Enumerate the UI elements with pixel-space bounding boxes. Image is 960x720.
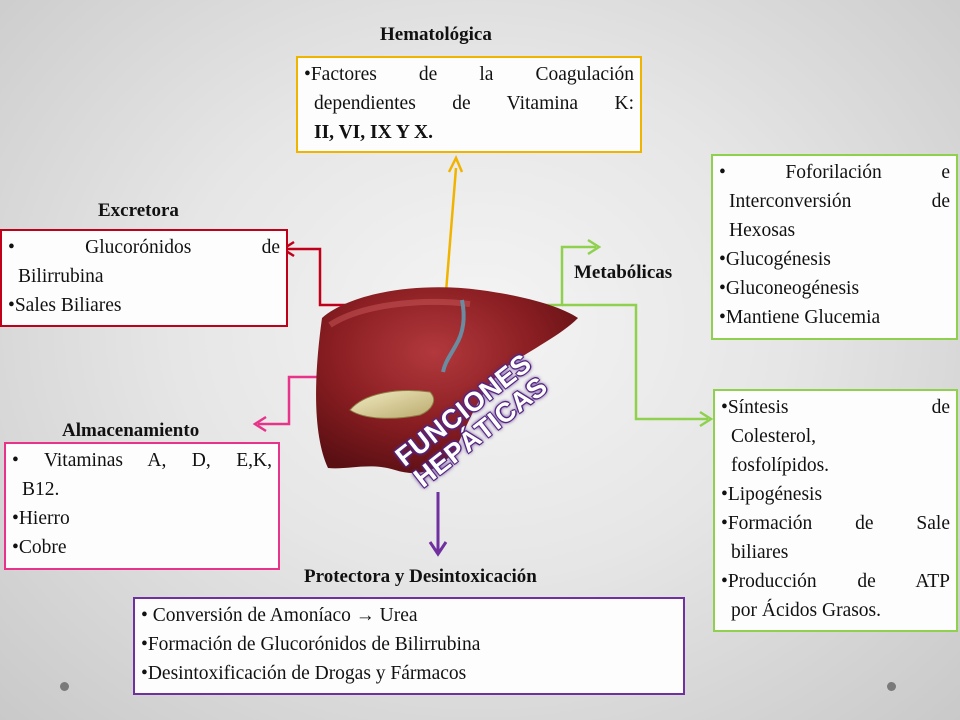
excretora-item-1-cont: Bilirrubina	[18, 266, 104, 287]
metabolicas-box-2: •Síntesis de Colesterol, fosfolípidos. •…	[713, 389, 958, 632]
metabolicas-box2-item-2: •Lipogénesis	[721, 484, 823, 505]
almacenamiento-title: Almacenamiento	[62, 420, 200, 441]
protectora-item-1: • Conversión de Amoníaco → Urea	[141, 601, 677, 630]
protectora-item-2: •Formación de Glucorónidos de Bilirrubin…	[141, 634, 481, 655]
excretora-box: • Glucorónidos de Bilirrubina •Sales Bil…	[0, 229, 288, 327]
protectora-box: • Conversión de Amoníaco → Urea •Formaci…	[133, 597, 685, 695]
hematologica-box: •Factores de la Coagulación dependientes…	[296, 56, 642, 153]
metabolicas-box1-item-3: •Gluconeogénesis	[719, 278, 860, 299]
excretora-item-2: •Sales Biliares	[8, 295, 122, 316]
almacenamiento-item-2: •Hierro	[12, 508, 70, 529]
protectora-item-3: •Desintoxificación de Drogas y Fármacos	[141, 663, 467, 684]
metabolicas-box1-item-1-cont2: Hexosas	[729, 220, 796, 241]
slide-dot-right	[887, 682, 896, 691]
connector-almacenamiento	[252, 375, 325, 433]
protectora-item-1-text: • Conversión de Amoníaco	[141, 605, 351, 626]
metabolicas-title: Metabólicas	[574, 262, 673, 283]
protectora-title: Protectora y Desintoxicación	[304, 566, 537, 587]
almacenamiento-item-1-cont: B12.	[22, 479, 60, 500]
connector-protectora	[428, 492, 448, 557]
excretora-title: Excretora	[98, 200, 179, 221]
metabolicas-box2-item-3-cont1: biliares	[731, 542, 789, 563]
excretora-item-1: • Glucorónidos de	[8, 237, 280, 258]
right-arrow-icon: →	[355, 605, 375, 626]
metabolicas-box1-item-1: • Foforilación e	[719, 162, 950, 183]
almacenamiento-item-1: • Vitaminas A, D, E,K,	[12, 450, 272, 471]
almacenamiento-box: • Vitaminas A, D, E,K, B12. •Hierro •Cob…	[4, 442, 280, 570]
almacenamiento-item-3: •Cobre	[12, 537, 67, 558]
metabolicas-box2-item-1: •Síntesis de	[721, 397, 950, 418]
hematologica-item-line2: dependientes de Vitamina K:	[314, 93, 634, 114]
hematologica-title: Hematológica	[380, 24, 492, 45]
connector-excretora	[280, 240, 360, 307]
metabolicas-box1-item-4: •Mantiene Glucemia	[719, 307, 881, 328]
hematologica-item-line1: •Factores de la Coagulación	[304, 64, 634, 85]
metabolicas-box2-item-1-cont2: fosfolípidos.	[731, 455, 830, 476]
slide-dot-left	[60, 682, 69, 691]
protectora-item-1-after: Urea	[379, 605, 418, 626]
hematologica-item-line3: II, VI, IX Y X.	[314, 122, 434, 143]
metabolicas-box2-item-1-cont1: Colesterol,	[731, 426, 817, 447]
connector-hematologica	[444, 155, 464, 293]
metabolicas-box2-item-4-cont1: por Ácidos Grasos.	[731, 600, 882, 621]
metabolicas-box1-item-2: •Glucogénesis	[719, 249, 831, 270]
metabolicas-box1-item-1-cont1: Interconversión de	[729, 191, 950, 212]
metabolicas-box2-item-4: •Producción de ATP	[721, 571, 950, 592]
metabolicas-box2-item-3: •Formación de Sale	[721, 513, 950, 534]
metabolicas-box-1: • Foforilación e Interconversión de Hexo…	[711, 154, 958, 340]
liver-illustration	[316, 287, 578, 474]
